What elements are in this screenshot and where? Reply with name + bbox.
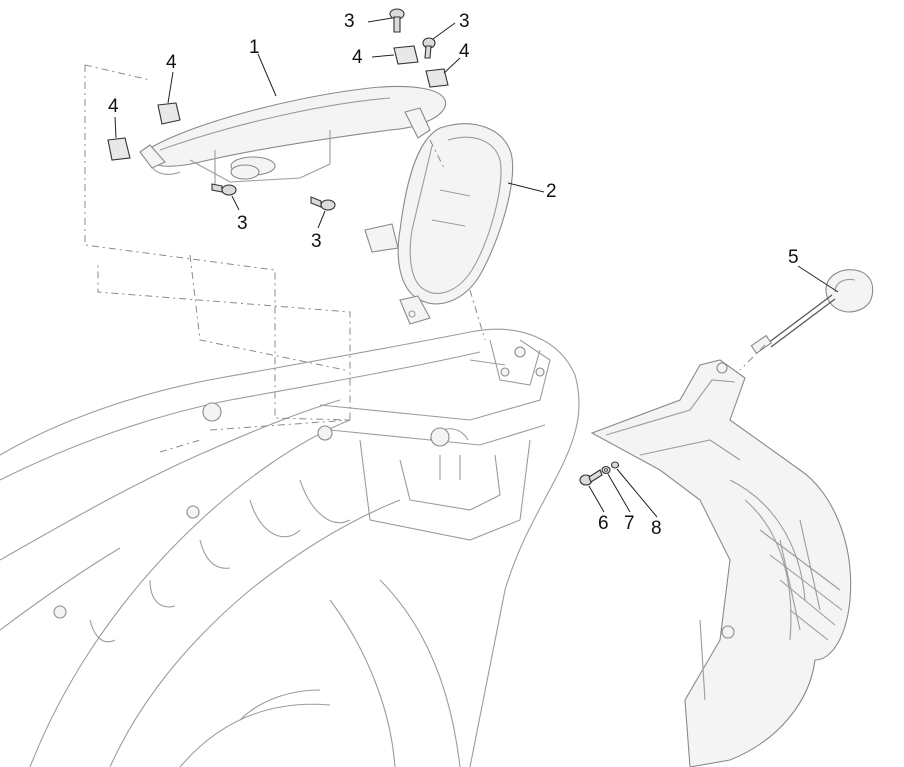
callout-4-top-right: 4	[459, 41, 470, 62]
clip-left-lower	[107, 137, 131, 161]
screw-top-right	[422, 37, 436, 59]
callout-3-top-left: 3	[344, 11, 355, 32]
rear-mudguard	[590, 359, 852, 767]
rear-body-frame	[0, 328, 580, 767]
washer-part-8	[610, 461, 620, 469]
callout-6: 6	[598, 513, 609, 534]
clip-left-upper	[157, 102, 181, 125]
callout-3-mid-lower: 3	[311, 231, 322, 252]
screws-part-3	[211, 8, 620, 486]
screw-mid-lower	[310, 196, 336, 211]
callout-4-top-center: 4	[352, 47, 363, 68]
assembly-lines	[84, 64, 766, 453]
callout-3-top-right: 3	[459, 11, 470, 32]
clip-top-right	[425, 68, 449, 88]
callout-5: 5	[788, 247, 799, 268]
leader-lines	[114, 17, 839, 518]
part-5-plate-light	[750, 269, 874, 355]
callout-7: 7	[624, 513, 635, 534]
callout-1: 1	[249, 37, 260, 58]
callout-8: 8	[651, 518, 662, 539]
clip-top-center	[393, 45, 419, 65]
part-1-housing	[139, 86, 446, 185]
callout-4-left-upper: 4	[166, 52, 177, 73]
callout-3-left-lower: 3	[237, 213, 248, 234]
callout-4-left-lower: 4	[108, 96, 119, 117]
washer-part-7	[601, 465, 611, 475]
screw-top-left	[389, 8, 405, 33]
part-2-lens-unit	[364, 123, 514, 325]
screw-part-6	[579, 469, 603, 486]
callout-2: 2	[546, 181, 557, 202]
clips-part-4	[107, 45, 449, 161]
screw-left-lower	[211, 183, 237, 196]
